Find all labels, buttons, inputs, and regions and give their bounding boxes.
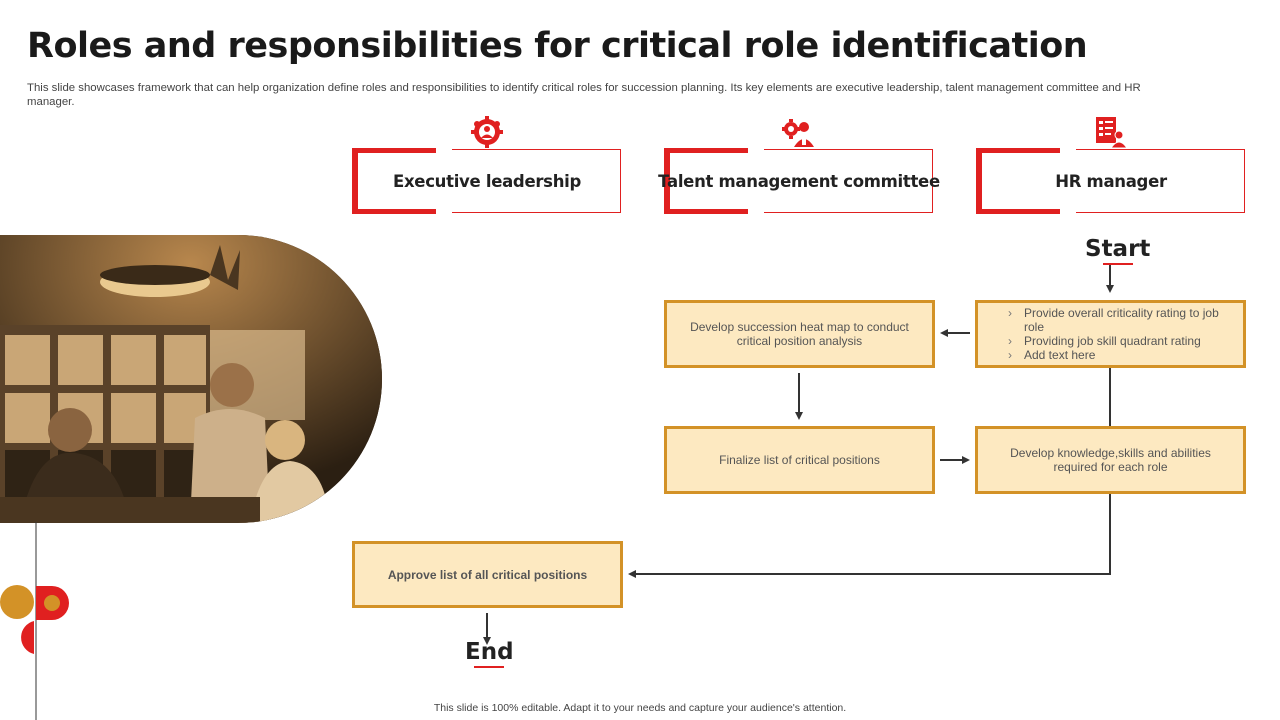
footer-note: This slide is 100% editable. Adapt it to…	[433, 702, 847, 714]
list-item: Provide overall criticality rating to jo…	[1004, 306, 1225, 334]
step-knowledge: Develop knowledge,skills and abilities r…	[975, 426, 1246, 494]
step-hr-tasks: Provide overall criticality rating to jo…	[975, 300, 1246, 368]
step-approve: Approve list of all critical positions	[352, 541, 623, 608]
flow-start-label: Start	[1085, 236, 1150, 265]
step-heat-map: Develop succession heat map to conduct c…	[664, 300, 935, 368]
role-bracket	[664, 148, 748, 214]
role-label-executive-leadership: Executive leadership	[392, 171, 582, 191]
role-box-hr-manager: HR manager	[976, 147, 1245, 215]
role-label-hr-manager: HR manager	[1055, 171, 1167, 191]
list-item: Providing job skill quadrant rating	[1004, 334, 1225, 348]
checklist-person-icon	[1096, 117, 1128, 149]
office-meeting-photo	[0, 235, 382, 523]
flow-end-label: End	[465, 639, 514, 668]
role-box-executive-leadership: Executive leadership	[352, 147, 621, 215]
role-box-talent-management-committee: Talent management committee	[658, 147, 940, 215]
role-bracket	[352, 148, 436, 214]
arrow-knowledge-to-approve	[628, 494, 1111, 578]
page-subtitle: This slide showcases framework that can …	[27, 82, 1141, 108]
team-gear-icon	[471, 116, 503, 148]
gear-person-icon	[782, 119, 814, 147]
role-bracket	[976, 148, 1060, 214]
page-title: Roles and responsibilities for critical …	[27, 26, 1088, 66]
role-label-talent-management-committee: Talent management committee	[658, 171, 940, 191]
list-item: Add text here	[1004, 348, 1225, 362]
step-finalize: Finalize list of critical positions	[664, 426, 935, 494]
hr-task-list: Provide overall criticality rating to jo…	[996, 306, 1225, 362]
